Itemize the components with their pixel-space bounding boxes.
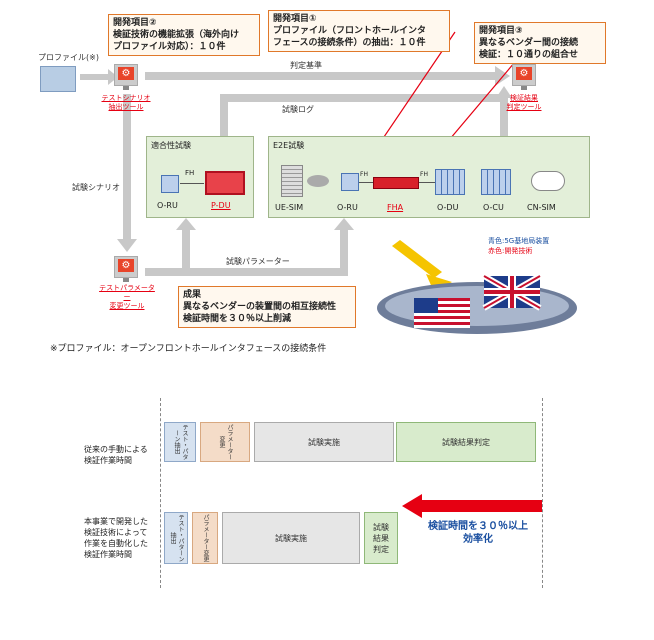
- o-cu-label: O-CU: [483, 203, 504, 212]
- conformance-title: 適合性試験: [151, 141, 191, 150]
- cn-sim-label: CN-SIM: [527, 203, 556, 212]
- row2-stage-param-change: パラメーター変更: [192, 512, 218, 564]
- log-arrow-left-down: [220, 94, 228, 136]
- timeline-end-line: [542, 398, 543, 588]
- params-label: 試験パラメーター: [226, 257, 290, 266]
- scenario-tool-label: テストシナリオ抽出ツール: [101, 94, 151, 111]
- row1-stage-param-change: パラメーター変更: [200, 422, 250, 462]
- callout-title: 開発項目③: [479, 26, 523, 36]
- p-du-label: P-DU: [211, 201, 231, 210]
- row1-stage-result-judgment: 試験結果判定: [396, 422, 536, 462]
- callout-result: 成果 異なるベンダーの装置間の相互接続性 検証時間を３０％以上削減: [178, 286, 356, 328]
- scenario-label: 試験シナリオ: [72, 183, 120, 192]
- log-arrow-top: [220, 94, 508, 102]
- callout-text: 異なるベンダーの装置間の相互接続性: [183, 302, 337, 312]
- scenario-arrow-head: [117, 239, 137, 252]
- row1-stage-test-execution: 試験実施: [254, 422, 394, 462]
- footnote: ※プロファイル：オープンフロントホールインタフェースの接続条件: [50, 344, 327, 354]
- row2-label: 本事業で開発した検証技術によって 作業を自動化した検証作業時間: [84, 517, 148, 559]
- reduction-arrow: [402, 494, 542, 518]
- callout-title: 開発項目①: [273, 14, 317, 24]
- param-arrow-up-right: [340, 228, 348, 276]
- profile-label: プロファイル(※): [38, 53, 99, 62]
- criteria-label: 判定基準: [290, 61, 322, 70]
- row2-stage-test-execution: 試験実施: [222, 512, 360, 564]
- log-arrow-right-up: [500, 94, 508, 136]
- o-du-icon: [435, 169, 465, 195]
- result-tool-label: 検証結果判定ツール: [506, 94, 542, 111]
- conformance-test-box: 適合性試験 FH O-RU P-DU: [146, 136, 254, 218]
- globe-flags-image: [377, 240, 577, 334]
- efficiency-label: 検証時間を３０％以上効率化: [428, 521, 528, 545]
- callout-title: 開発項目②: [113, 18, 157, 28]
- callout-text: プロファイル対応）：１０件: [113, 42, 226, 52]
- fha-icon: [373, 177, 419, 189]
- param-arrow-bottom: [145, 268, 345, 276]
- legend-red: 赤色:開発技術: [488, 247, 533, 255]
- e2e-test-box: E2E試験 FH FH UE-SIM O-RU FHA O-DU O-CU CN…: [268, 136, 590, 218]
- callout-text: プロファイル（フロントホールインタ: [273, 26, 427, 36]
- param-tool-icon: ⚙: [114, 256, 138, 282]
- row1-stage-test-pattern-extraction: テスト・パターン抽出: [164, 422, 196, 462]
- timeline-start-line: [160, 398, 161, 588]
- o-cu-icon: [481, 169, 511, 195]
- param-arrow-up-left: [182, 228, 190, 276]
- param-arrow-head-right: [334, 218, 354, 230]
- callout-title: 成果: [183, 290, 202, 300]
- callout-text: 検証技術の機能拡張（海外向け: [113, 30, 240, 40]
- log-arrow-head: [496, 86, 512, 98]
- param-tool-label: テストパラメーター変更ツール: [99, 284, 155, 310]
- scenario-arrow-shaft: [123, 94, 131, 239]
- callout-dev-item-2: 開発項目② 検証技術の機能拡張（海外向け プロファイル対応）：１０件: [108, 14, 260, 56]
- row2-stage-result-judgment: 試験結果判定: [364, 512, 398, 564]
- callout-text: 検証時間を３０％以上削減: [183, 314, 292, 324]
- uk-flag-icon: [482, 273, 542, 311]
- us-flag-icon: [414, 298, 470, 328]
- o-ru-icon: [341, 173, 359, 191]
- cloud-icon: [531, 171, 565, 191]
- ue-sim-label: UE-SIM: [275, 203, 304, 212]
- callout-text: 検証：１０通りの組合せ: [479, 50, 579, 60]
- callout-text: フェースの接続条件）の抽出：１０件: [273, 38, 426, 48]
- o-ru-label: O-RU: [157, 201, 178, 210]
- legend-blue: 青色:5G基地局装置: [488, 237, 550, 245]
- ue-sim-icon: [281, 165, 303, 197]
- result-tool-icon: ⚙: [512, 64, 536, 90]
- log-label: 試験ログ: [282, 105, 314, 114]
- fh-label: FH: [360, 171, 368, 178]
- fha-label: FHA: [387, 203, 404, 212]
- row2-stage-test-pattern-extraction: テスト・パターン抽出: [164, 512, 188, 564]
- row1-label: 従来の手動による検証作業時間: [84, 445, 148, 465]
- o-du-label: O-DU: [437, 203, 459, 212]
- o-ru-icon: [161, 175, 179, 193]
- criteria-arrow-shaft: [145, 72, 495, 80]
- o-ru-label: O-RU: [337, 203, 358, 212]
- callout-text: 異なるベンダー間の接続: [479, 38, 579, 48]
- callout-dev-item-1: 開発項目① プロファイル（フロントホールインタ フェースの接続条件）の抽出：１０…: [268, 10, 450, 52]
- callout-dev-item-3: 開発項目③ 異なるベンダー間の接続 検証：１０通りの組合せ: [474, 22, 606, 64]
- phone-devices-icon: [307, 175, 329, 187]
- profile-document-icon: [40, 66, 76, 92]
- fh-label: FH: [185, 169, 195, 177]
- scenario-tool-icon: ⚙: [114, 64, 138, 90]
- fh-label: FH: [420, 171, 428, 178]
- e2e-title: E2E試験: [273, 141, 305, 150]
- param-arrow-head-left: [176, 218, 196, 230]
- p-du-icon: [205, 171, 245, 195]
